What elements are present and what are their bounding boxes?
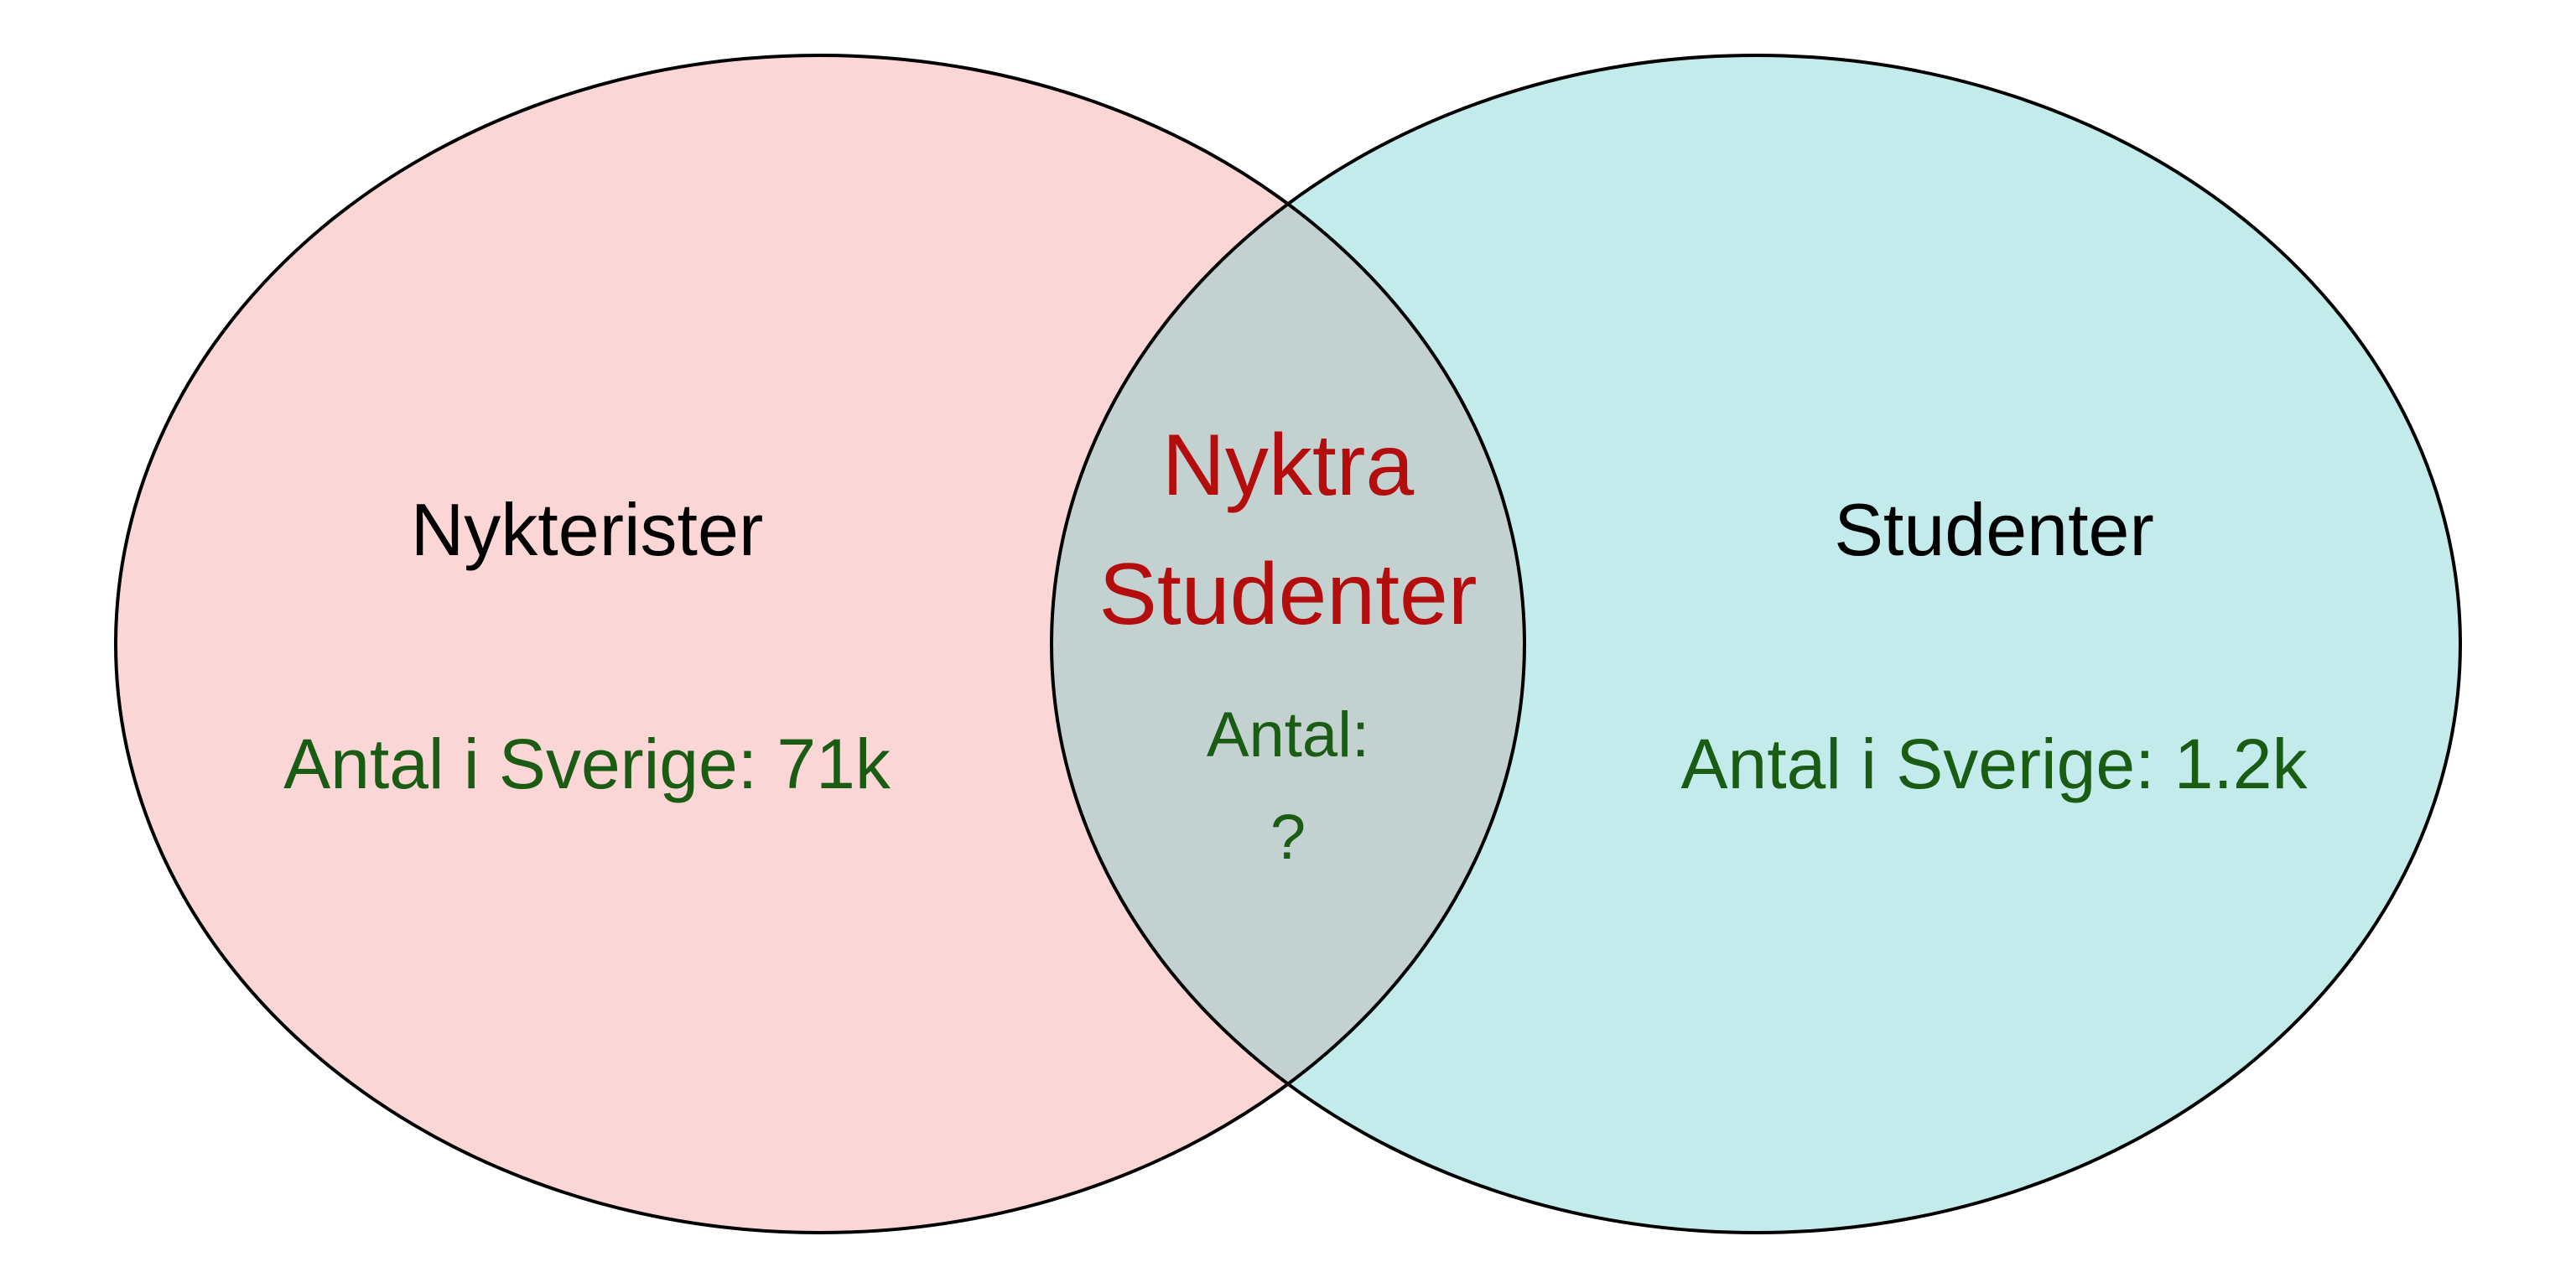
intersection-count-label: Antal: <box>1207 699 1369 771</box>
right-set-count: Antal i Sverige: 1.2k <box>1680 724 2308 803</box>
left-set-title: Nykterister <box>411 488 764 571</box>
intersection-region <box>1052 55 1524 1233</box>
left-set-count: Antal i Sverige: 71k <box>283 724 891 803</box>
intersection-title-line2: Studenter <box>1099 546 1478 643</box>
intersection-count-value: ? <box>1270 802 1306 873</box>
right-set-title: Studenter <box>1834 488 2154 571</box>
intersection-title-line1: Nyktra <box>1162 417 1415 514</box>
right-set-outline <box>1050 54 2462 1234</box>
left-set-outline <box>114 54 1526 1234</box>
